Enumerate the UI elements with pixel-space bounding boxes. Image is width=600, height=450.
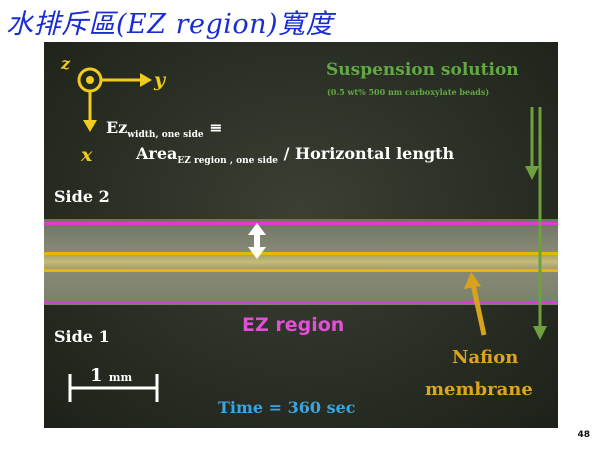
x-axis-label: x — [81, 144, 93, 166]
ez-region-label: EZ region — [242, 314, 345, 336]
pointer-arrow-icon — [464, 272, 487, 336]
nafion-boundary-bottom — [44, 269, 558, 272]
scale-bar-label: 1 mm — [90, 365, 132, 386]
nafion-label-line-2: membrane — [425, 379, 533, 400]
z-axis-label: z — [61, 54, 71, 73]
x-axis-arrow-icon — [83, 92, 97, 132]
double-arrow-icon — [248, 223, 266, 259]
scale-bar-icon — [68, 374, 159, 402]
eq-lhs-sub: width, one side — [127, 130, 204, 141]
eq-lhs: Ez — [106, 118, 128, 137]
eq-rhs-sub: EZ region , one side — [177, 156, 278, 167]
ez-boundary-bottom — [44, 301, 558, 304]
suspension-label: Suspension solution — [326, 60, 519, 80]
time-label: Time = 360 sec — [218, 398, 356, 417]
figure-overlay — [68, 67, 547, 402]
nafion-strip — [44, 253, 558, 271]
slide-title: 水排斥區(EZ region)寬度 — [6, 9, 334, 40]
axis-origin-icon — [77, 67, 103, 93]
nafion-boundary-top — [44, 252, 558, 255]
scale-unit: mm — [108, 371, 133, 384]
ez-boundary-top — [44, 222, 558, 225]
eq-rhs-tail: / Horizontal length — [283, 144, 455, 163]
page-number: 48 — [577, 430, 590, 440]
eq-equiv: ≡ — [209, 118, 223, 137]
microscope-image: z y x Suspension solution (0.5 wt% 500 n… — [44, 42, 558, 428]
nafion-label-line-1: Nafion — [452, 347, 519, 368]
y-axis-label: y — [154, 69, 166, 91]
eq-rhs: Area — [136, 144, 178, 163]
equation-line-2: AreaEZ region , one side / Horizontal le… — [136, 144, 454, 166]
side-1-label: Side 1 — [54, 327, 110, 346]
y-axis-arrow-icon — [102, 73, 152, 87]
suspension-detail: (0.5 wt% 500 nm carboxylate beads) — [327, 87, 490, 97]
scale-value: 1 — [90, 365, 103, 386]
side-2-label: Side 2 — [54, 187, 110, 206]
flow-arrow-icon — [525, 107, 547, 340]
equation-line-1: Ezwidth, one side ≡ — [106, 118, 223, 140]
